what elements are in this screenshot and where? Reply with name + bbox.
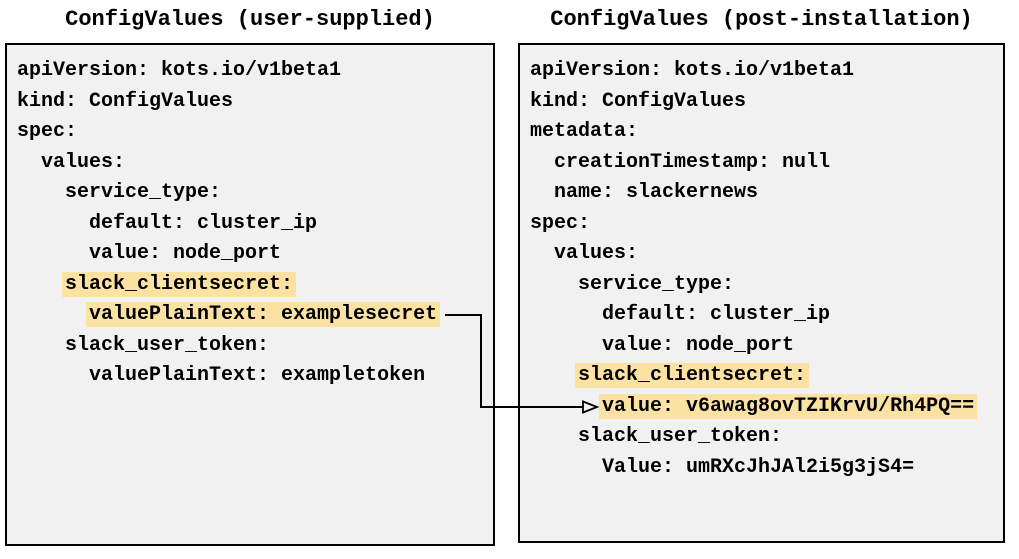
- yaml-line: default: cluster_ip: [17, 209, 489, 240]
- yaml-indent: [17, 242, 89, 265]
- yaml-line: valuePlainText: exampletoken: [17, 361, 489, 392]
- yaml-text: spec:: [530, 211, 591, 235]
- yaml-line: spec:: [530, 209, 999, 240]
- yaml-text: name: slackernews: [554, 181, 759, 204]
- yaml-line: slack_user_token:: [530, 422, 999, 453]
- yaml-line: value: node_port: [17, 239, 489, 270]
- yaml-indent: [530, 303, 602, 326]
- user-supplied-panel-title: ConfigValues (user-supplied): [65, 7, 435, 32]
- yaml-indent: [17, 273, 65, 296]
- yaml-indent: [17, 151, 41, 174]
- yaml-text: values:: [41, 150, 126, 174]
- user-supplied-panel: apiVersion: kots.io/v1beta1 kind: ConfigV…: [5, 43, 495, 546]
- yaml-line: metadata:: [530, 117, 999, 148]
- highlighted-yaml-text: value: v6awag8ovTZIKrvU/Rh4PQ==: [599, 393, 978, 419]
- yaml-text: metadata:: [530, 120, 639, 143]
- yaml-line: default: cluster_ip: [530, 300, 999, 331]
- highlighted-yaml-text: slack_clientsecret:: [62, 271, 297, 297]
- post-installation-panel: apiVersion: kots.io/v1beta1 kind: ConfigV…: [518, 43, 1005, 543]
- yaml-text: kind: ConfigValues: [17, 89, 234, 113]
- yaml-indent: [530, 364, 578, 387]
- yaml-text: service_type:: [578, 272, 735, 296]
- post-installation-panel-title: ConfigValues (post-installation): [550, 7, 973, 32]
- yaml-text: value: node_port: [602, 333, 795, 357]
- yaml-line: name: slackernews: [530, 178, 999, 209]
- highlighted-yaml-text: slack_clientsecret:: [575, 363, 810, 388]
- yaml-line: service_type:: [17, 178, 489, 209]
- yaml-line: service_type:: [530, 270, 999, 301]
- yaml-text: default: cluster_ip: [89, 211, 318, 235]
- yaml-line: creationTimestamp: null: [530, 148, 999, 179]
- yaml-indent: [530, 425, 578, 448]
- yaml-indent: [17, 181, 65, 204]
- yaml-line: value: v6awag8ovTZIKrvU/Rh4PQ==: [530, 392, 999, 423]
- yaml-line: slack_clientsecret:: [530, 361, 999, 392]
- yaml-text: values:: [554, 242, 639, 265]
- yaml-indent: [530, 242, 554, 265]
- yaml-line: valuePlainText: examplesecret: [17, 300, 489, 331]
- yaml-text: slack_user_token:: [65, 333, 270, 357]
- yaml-indent: [530, 273, 578, 296]
- yaml-indent: [530, 395, 602, 418]
- yaml-text: apiVersion: kots.io/v1beta1: [530, 59, 855, 82]
- yaml-indent: [530, 151, 554, 174]
- yaml-line: values:: [17, 148, 489, 179]
- yaml-line: slack_user_token:: [17, 331, 489, 362]
- yaml-text: valuePlainText: exampletoken: [89, 364, 426, 387]
- yaml-text: apiVersion: kots.io/v1beta1: [17, 59, 342, 82]
- yaml-line: apiVersion: kots.io/v1beta1: [530, 56, 999, 87]
- yaml-indent: [17, 364, 89, 387]
- yaml-text: Value: umRXcJhJAl2i5g3jS4=: [602, 455, 915, 479]
- yaml-text: spec:: [17, 120, 78, 143]
- yaml-indent: [17, 212, 89, 235]
- yaml-line: value: node_port: [530, 331, 999, 362]
- yaml-indent: [530, 334, 602, 357]
- yaml-line: values:: [530, 239, 999, 270]
- yaml-text: kind: ConfigValues: [530, 89, 747, 113]
- yaml-text: default: cluster_ip: [602, 303, 831, 326]
- yaml-text: creationTimestamp: null: [554, 150, 831, 174]
- yaml-text: service_type:: [65, 181, 222, 204]
- yaml-indent: [530, 456, 602, 479]
- yaml-line: slack_clientsecret:: [17, 270, 489, 301]
- highlighted-yaml-text: valuePlainText: examplesecret: [86, 302, 441, 327]
- yaml-line: Value: umRXcJhJAl2i5g3jS4=: [530, 453, 999, 484]
- yaml-line: kind: ConfigValues: [530, 87, 999, 118]
- yaml-indent: [17, 334, 65, 357]
- yaml-line: kind: ConfigValues: [17, 87, 489, 118]
- yaml-text: value: node_port: [89, 242, 282, 265]
- yaml-text: slack_user_token:: [578, 425, 783, 448]
- yaml-line: spec:: [17, 117, 489, 148]
- yaml-indent: [530, 181, 554, 204]
- yaml-indent: [17, 303, 89, 326]
- yaml-line: apiVersion: kots.io/v1beta1: [17, 56, 489, 87]
